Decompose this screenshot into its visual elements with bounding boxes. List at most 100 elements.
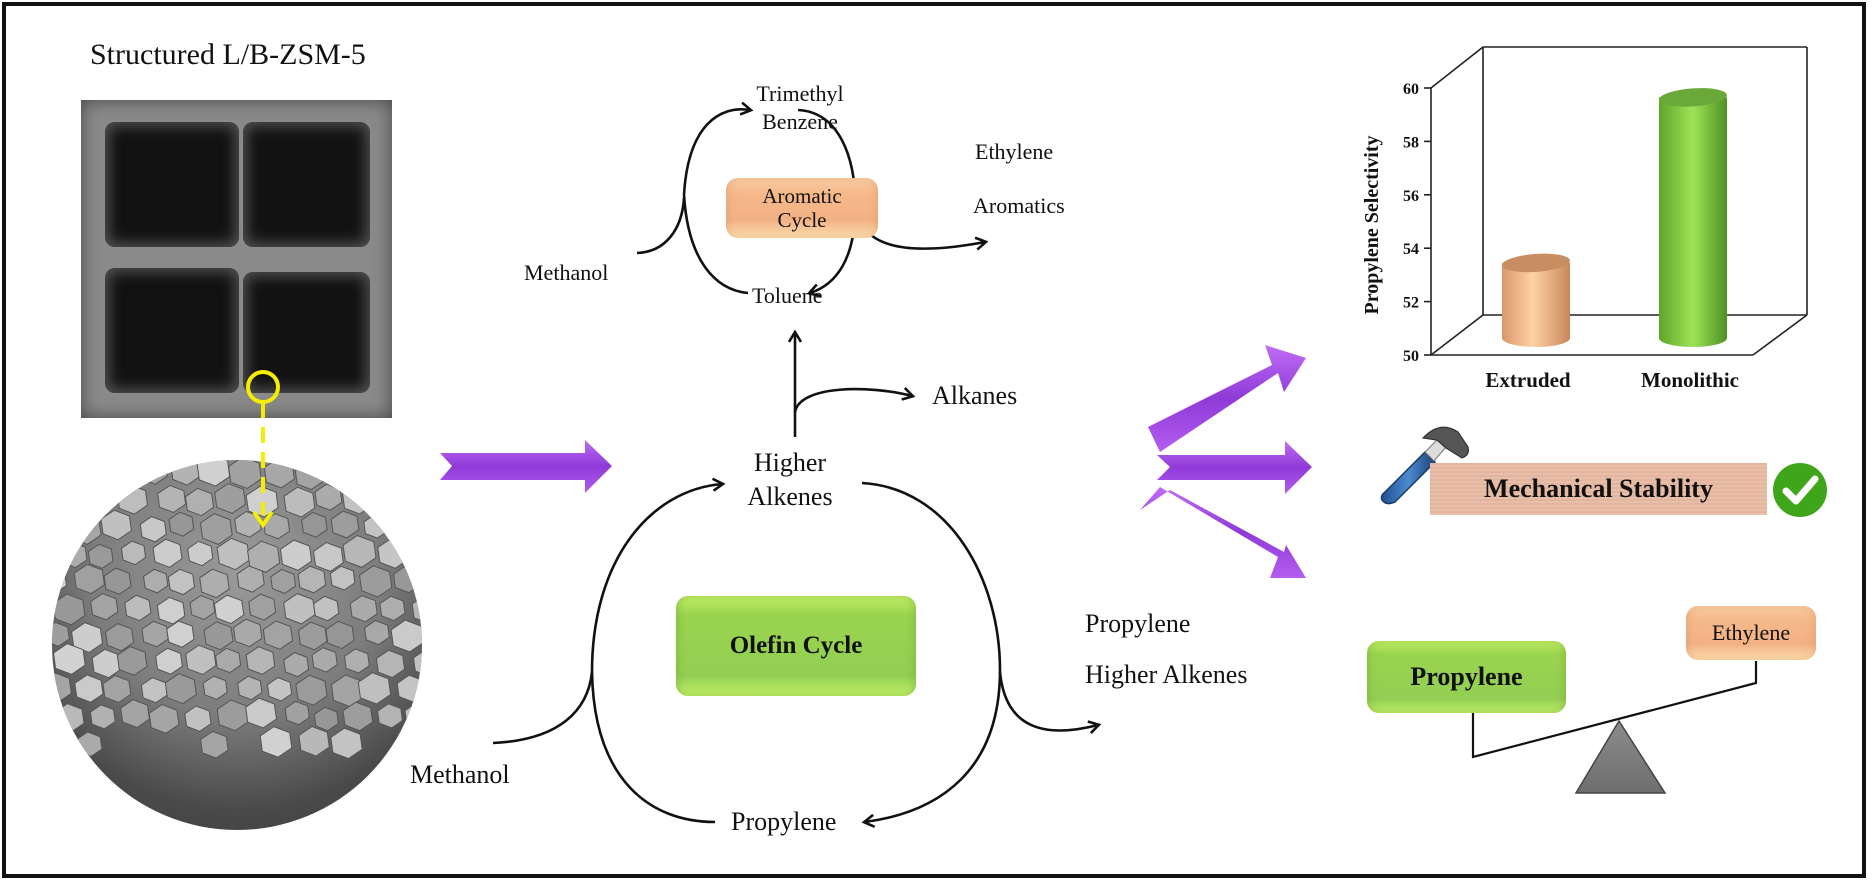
crystal-shape xyxy=(105,623,135,652)
crystal-shape xyxy=(313,595,340,622)
crystal-shape xyxy=(152,538,183,568)
crystal-shape xyxy=(166,620,195,648)
aromatic-cycle-line2: Cycle xyxy=(777,208,827,232)
olefin-methanol-label: Methanol xyxy=(410,760,510,789)
crystal-shape xyxy=(364,620,390,646)
crystal-shape xyxy=(214,482,247,514)
crystal-shape xyxy=(266,677,293,702)
x-category-label: Monolithic xyxy=(1641,368,1739,392)
crystal-shape xyxy=(330,510,360,539)
crystal-shape xyxy=(298,725,330,757)
crystal-shape xyxy=(216,537,250,571)
crystal-shape xyxy=(120,540,147,566)
crystal-shape xyxy=(215,647,242,674)
propylene-output-label: Propylene xyxy=(1085,609,1191,638)
crystal-shape xyxy=(412,651,422,675)
crystal-shape xyxy=(90,592,119,621)
propylene-cycle-label: Propylene xyxy=(731,807,837,836)
crystal-shape xyxy=(102,674,132,704)
olefin-cycle-loop xyxy=(492,482,1098,822)
bar-extruded xyxy=(1502,253,1570,347)
crystal-shape xyxy=(116,645,148,676)
outcome-arrows xyxy=(1140,345,1312,578)
crystal-shape xyxy=(202,675,228,700)
aromatic-methanol-label: Methanol xyxy=(524,260,609,285)
magnifier-marker xyxy=(246,370,280,529)
bar-top xyxy=(1659,88,1727,107)
alkanes-branch xyxy=(795,333,912,437)
crystal-shape xyxy=(199,513,233,545)
crystal-shape xyxy=(297,621,328,651)
y-tick-label: 50 xyxy=(1403,348,1419,365)
x-category-label: Extruded xyxy=(1485,368,1571,392)
crystal-shape xyxy=(245,646,276,675)
monolith-sem-image xyxy=(81,100,392,418)
crystal-shape xyxy=(245,485,279,518)
crystal-shape xyxy=(184,487,215,517)
higher-alkenes-line1: Higher xyxy=(753,448,827,477)
aromatic-cycle-box: Aromatic Cycle xyxy=(726,178,878,238)
y-tick-label: 58 xyxy=(1403,134,1419,151)
crystal-shape xyxy=(297,565,327,594)
crystal-shape xyxy=(124,594,152,622)
crystal-shape xyxy=(295,674,328,706)
crystal-shape xyxy=(279,539,313,571)
crystal-shape xyxy=(377,703,403,729)
trimethylbenzene-line1: Trimethyl xyxy=(756,81,844,106)
chart-frame xyxy=(1430,46,1808,356)
crystal-shape xyxy=(342,534,377,568)
crystal-shape xyxy=(325,620,355,650)
crystal-shape xyxy=(100,509,132,541)
crystal-shape xyxy=(142,568,169,594)
crystal-shape xyxy=(200,730,229,759)
crystal-shape xyxy=(236,565,265,593)
crystal-shape xyxy=(148,703,180,734)
crystal-shape xyxy=(157,484,187,514)
crystal-shape xyxy=(71,622,104,654)
crystal-shape xyxy=(270,568,297,594)
crystal-shape xyxy=(73,563,105,595)
crystal-shape xyxy=(237,675,263,701)
ethylene-weight-label: Ethylene xyxy=(1711,620,1791,646)
catalyst-title: Structured L/B-ZSM-5 xyxy=(90,38,366,71)
crystal-shape xyxy=(141,620,169,648)
y-tick-label: 54 xyxy=(1403,241,1419,258)
bar-monolithic xyxy=(1659,88,1727,348)
bar-top xyxy=(1502,253,1570,273)
crystal-shape xyxy=(87,543,114,569)
bar-body xyxy=(1659,97,1727,348)
crystal-shape xyxy=(379,595,406,622)
crystal-shape xyxy=(196,460,231,487)
crystal-shape xyxy=(139,516,167,543)
aromatics-output-label: Aromatics xyxy=(973,193,1065,218)
process-arrow xyxy=(440,440,612,493)
crystal-shape xyxy=(213,594,245,625)
crystal-shape xyxy=(203,621,234,651)
crystal-shape xyxy=(155,647,183,675)
trimethylbenzene-line2: Benzene xyxy=(762,109,838,134)
crystal-shape xyxy=(349,595,378,623)
crystal-shape xyxy=(358,565,393,598)
higher-alkenes-label: Higher Alkenes xyxy=(730,446,850,514)
crystal-shape xyxy=(74,674,104,703)
crystal-shape xyxy=(259,726,293,758)
crystal-shape xyxy=(228,460,262,490)
crystal-shape xyxy=(313,706,339,732)
olefin-cycle-box: Olefin Cycle xyxy=(676,596,916,696)
crystal-shape xyxy=(245,697,278,729)
higher-alkenes-output-label: Higher Alkenes xyxy=(1085,660,1248,689)
crystal-shape xyxy=(156,596,186,625)
y-tick-label: 60 xyxy=(1403,81,1419,98)
crystal-shape xyxy=(199,568,230,599)
crystal-shape xyxy=(311,647,338,673)
crystal-shape xyxy=(164,673,197,705)
hammer-icon xyxy=(1380,426,1469,505)
crystal-shape xyxy=(248,593,277,621)
crystal-shape xyxy=(329,565,356,591)
crystal-shape xyxy=(342,701,374,732)
higher-alkenes-line2: Alkenes xyxy=(747,482,833,511)
crystal-shape xyxy=(120,699,150,729)
